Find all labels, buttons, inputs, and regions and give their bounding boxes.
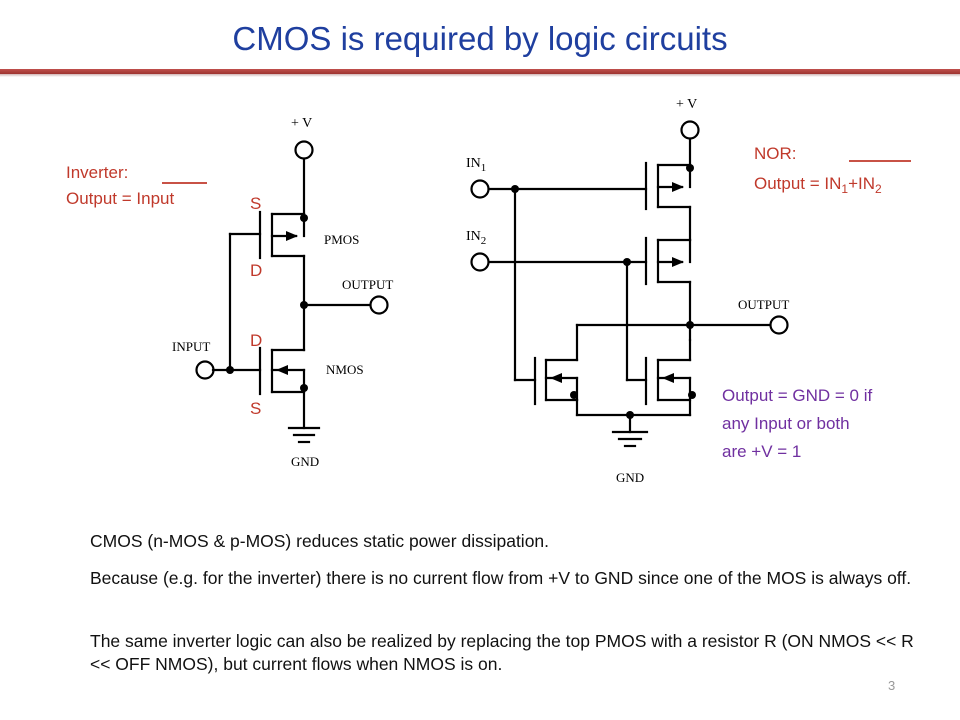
nor-caption-formula: Output = IN1+IN2 — [754, 174, 882, 196]
inverter-caption-input: Input — [136, 189, 174, 208]
nor-output-label: OUTPUT — [738, 297, 789, 312]
note-paragraph-3: The same inverter logic can also be real… — [90, 631, 914, 674]
nor-in1-base: IN — [466, 156, 481, 171]
nor-in1-label: IN1 — [466, 156, 486, 174]
pmos-label: PMOS — [324, 232, 359, 247]
inverter-circuit — [195, 140, 389, 444]
nor-vplus-label: + V — [676, 97, 697, 112]
nor-caption-in: IN — [824, 174, 841, 193]
slide-title: CMOS is required by logic circuits — [232, 20, 728, 57]
nor-in2-label: IN2 — [466, 229, 486, 247]
page-number: 3 — [888, 678, 896, 693]
inverter-vplus-terminal — [294, 140, 314, 160]
nor-in1-sub: 1 — [481, 162, 487, 174]
nor-gnd-label: GND — [616, 470, 644, 485]
nor-caption-prefix: Output = — [754, 174, 824, 193]
nor-caption-title: NOR: — [754, 144, 797, 163]
title-underline — [0, 69, 960, 74]
nmos-label: NMOS — [326, 362, 364, 377]
nor-output-terminal — [769, 315, 789, 335]
nor-in1-terminal — [470, 179, 490, 199]
nor-in2-terminal — [470, 252, 490, 272]
inverter-caption-prefix: Output = — [66, 189, 136, 208]
nmos-source-label: S — [250, 399, 261, 418]
nor-note-line1: Output = GND = 0 if — [722, 386, 873, 405]
nor-vplus-terminal — [680, 120, 700, 140]
inverter-input-label: INPUT — [172, 339, 210, 354]
nor-note-line2: any Input or both — [722, 414, 850, 433]
nor-note-line3: are +V = 1 — [722, 442, 801, 461]
inverter-caption-formula: Output = Input — [66, 189, 175, 208]
note-paragraph-2: Because (e.g. for the inverter) there is… — [90, 568, 912, 588]
inverter-gnd-label: GND — [291, 454, 319, 469]
inverter-vplus-label: + V — [291, 116, 312, 131]
nor-caption-sub2: 2 — [875, 182, 882, 196]
inverter-output-terminal — [369, 295, 389, 315]
note-paragraph-1: CMOS (n-MOS & p-MOS) reduces static powe… — [90, 531, 550, 551]
nor-circuit — [470, 120, 789, 448]
nor-in2-base: IN — [466, 229, 481, 244]
nmos-drain-label: D — [250, 331, 262, 350]
inverter-input-terminal — [195, 360, 215, 380]
pmos-source-label: S — [250, 194, 261, 213]
title-underline-shadow — [0, 74, 960, 77]
nor-caption-sub1: 1 — [841, 182, 848, 196]
inverter-caption-title: Inverter: — [66, 163, 128, 182]
inverter-output-label: OUTPUT — [342, 277, 393, 292]
nor-in2-sub: 2 — [481, 235, 487, 247]
pmos-drain-label: D — [250, 261, 262, 280]
nor-caption-plus: +IN — [848, 174, 875, 193]
